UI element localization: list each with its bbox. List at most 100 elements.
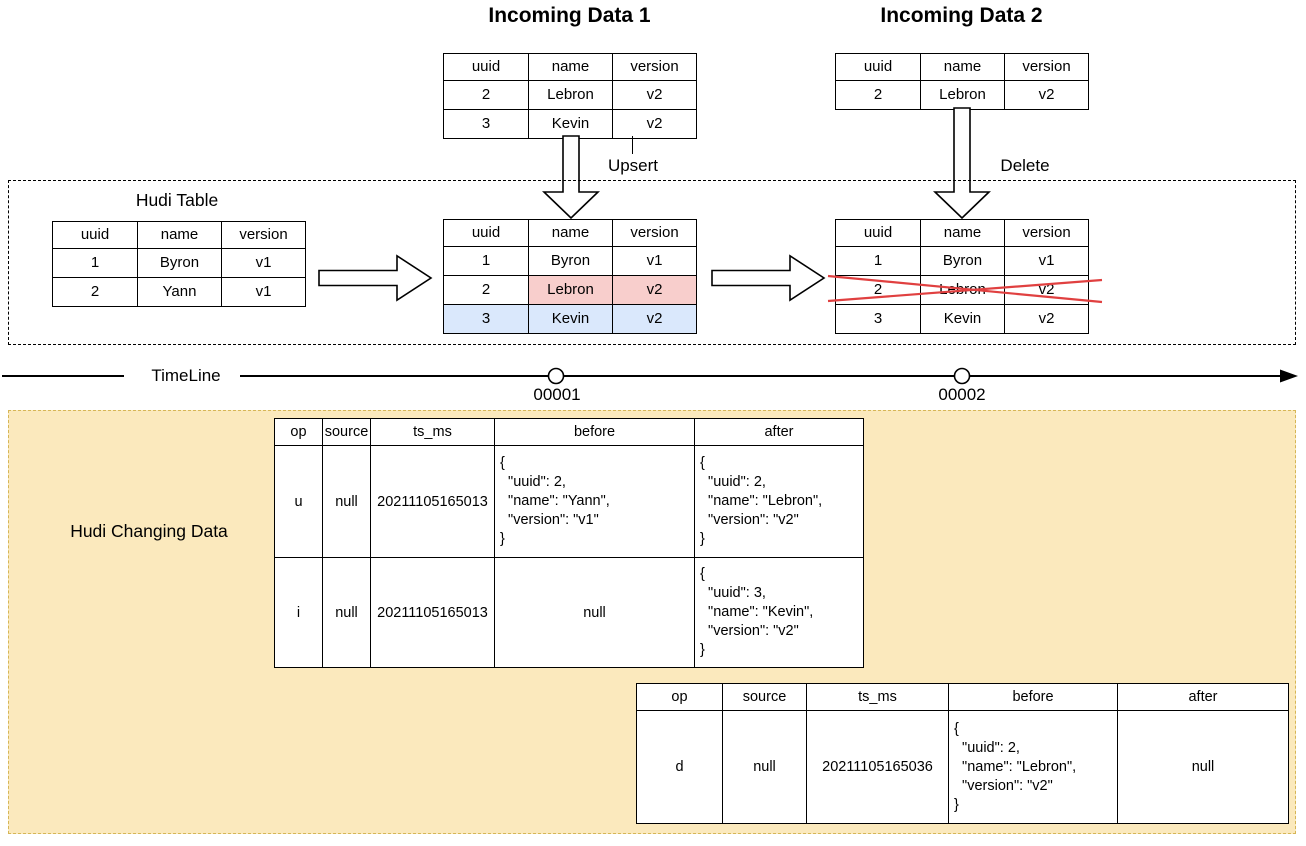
cell: 2: [443, 80, 529, 110]
right-arrow-1: [318, 254, 433, 302]
cell: version: [221, 221, 306, 249]
upsert-label-leader-line: [632, 136, 633, 154]
after-json-cell: { "uuid": 2, "name": "Lebron", "version"…: [694, 445, 864, 558]
cell: null: [322, 557, 371, 668]
timeline-line: [240, 367, 1298, 385]
timeline-label: TimeLine: [151, 366, 221, 385]
table-row: 2 Lebron v2: [835, 80, 1089, 110]
table-row: 3 Kevin v2: [443, 109, 697, 139]
table-row-update: u null 20211105165013 { "uuid": 2, "name…: [274, 445, 864, 558]
cell: v2: [612, 80, 697, 110]
upsert-label: Upsert: [607, 156, 659, 175]
hudi-table-label: Hudi Table: [135, 190, 219, 210]
cell: v2: [1004, 304, 1089, 334]
table-header-row: uuid name version: [835, 219, 1089, 247]
cell: 3: [443, 109, 529, 139]
cell: Yann: [137, 277, 222, 307]
cdc-table-commit-1: op source ts_ms before after u null 2021…: [274, 418, 864, 668]
right-arrow-2: [711, 254, 826, 302]
table-header-row: uuid name version: [52, 221, 306, 249]
cell: ts_ms: [806, 683, 949, 711]
table-header-row: uuid name version: [835, 53, 1089, 81]
cell: name: [528, 53, 613, 81]
cell: before: [948, 683, 1118, 711]
cell: 2: [835, 80, 921, 110]
cell: null: [722, 710, 807, 824]
cell: after: [1117, 683, 1289, 711]
cell: null: [494, 557, 695, 668]
commit-2-marker-icon: [953, 367, 971, 385]
cell: uuid: [443, 219, 529, 247]
table-row: 3 Kevin v2: [835, 304, 1089, 334]
incoming-data-2-title: Incoming Data 2: [880, 4, 1043, 27]
cell: v1: [612, 246, 697, 276]
table-row: 1 Byron v1: [443, 246, 697, 276]
cell: name: [920, 219, 1005, 247]
cell: 3: [835, 304, 921, 334]
cell: name: [528, 219, 613, 247]
cell: Byron: [137, 248, 222, 278]
table-row-delete: d null 20211105165036 { "uuid": 2, "name…: [636, 710, 1289, 824]
cell: version: [1004, 219, 1089, 247]
incoming-data-1-title: Incoming Data 1: [488, 4, 651, 27]
cell: Byron: [528, 246, 613, 276]
cdc-table-commit-2: op source ts_ms before after d null 2021…: [636, 683, 1289, 824]
cell: 20211105165036: [806, 710, 949, 824]
cell: v2: [612, 109, 697, 139]
cell: 2: [443, 275, 529, 305]
after-json-cell: { "uuid": 3, "name": "Kevin", "version":…: [694, 557, 864, 668]
upsert-down-arrow: [542, 135, 600, 219]
cell: i: [274, 557, 323, 668]
cell: uuid: [835, 219, 921, 247]
cell: version: [612, 219, 697, 247]
cell: version: [612, 53, 697, 81]
cell: before: [494, 418, 695, 446]
cell: 1: [835, 246, 921, 276]
table-header-row: uuid name version: [443, 219, 697, 247]
cell: 2: [52, 277, 138, 307]
cell: after: [694, 418, 864, 446]
cell: u: [274, 445, 323, 558]
updated-cell: Lebron: [528, 275, 613, 305]
cell: name: [920, 53, 1005, 81]
cell: source: [322, 418, 371, 446]
table-row-insert: i null 20211105165013 null { "uuid": 3, …: [274, 557, 864, 668]
cell: op: [274, 418, 323, 446]
cell: d: [636, 710, 723, 824]
before-json-cell: { "uuid": 2, "name": "Lebron", "version"…: [948, 710, 1118, 824]
cell: v1: [221, 248, 306, 278]
cell: Lebron: [528, 80, 613, 110]
before-json-cell: { "uuid": 2, "name": "Yann", "version": …: [494, 445, 695, 558]
timeline-line-left: [2, 375, 124, 377]
table-row: 1 Byron v1: [52, 248, 306, 278]
cell: v2: [1004, 80, 1089, 110]
cell: name: [137, 221, 222, 249]
table-row-inserted: 3 Kevin v2: [443, 304, 697, 334]
hudi-changing-data-label: Hudi Changing Data: [70, 521, 228, 541]
table-row: 2 Yann v1: [52, 277, 306, 307]
hudi-table-container: [8, 180, 1296, 345]
inserted-cell: v2: [612, 304, 697, 334]
cell: 20211105165013: [370, 445, 495, 558]
inserted-cell: 3: [443, 304, 529, 334]
updated-cell: v2: [612, 275, 697, 305]
cell: null: [322, 445, 371, 558]
incoming-data-1-table: uuid name version 2 Lebron v2 3 Kevin v2: [443, 53, 697, 139]
cell: op: [636, 683, 723, 711]
cell: uuid: [52, 221, 138, 249]
delete-down-arrow: [933, 107, 991, 219]
cell: ts_ms: [370, 418, 495, 446]
cell: source: [722, 683, 807, 711]
table-header-row: op source ts_ms before after: [274, 418, 864, 446]
table-row-updated: 2 Lebron v2: [443, 275, 697, 305]
incoming-data-2-table: uuid name version 2 Lebron v2: [835, 53, 1089, 110]
cell: Lebron: [920, 80, 1005, 110]
commit-1-marker-icon: [547, 367, 565, 385]
cell: version: [1004, 53, 1089, 81]
inserted-cell: Kevin: [528, 304, 613, 334]
table-header-row: uuid name version: [443, 53, 697, 81]
cell: uuid: [443, 53, 529, 81]
cell: v1: [221, 277, 306, 307]
timeline-arrowhead-icon: [1280, 369, 1298, 383]
